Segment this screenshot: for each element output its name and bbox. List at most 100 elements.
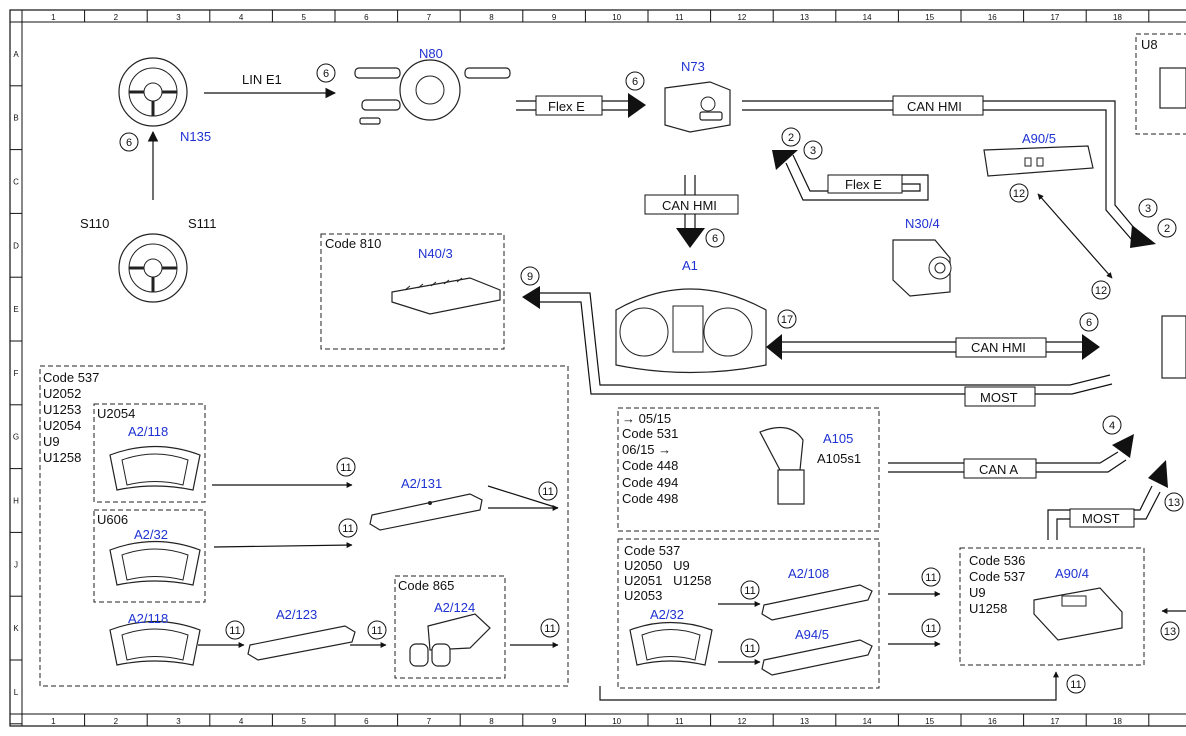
ruler-column-label: 9 xyxy=(552,717,557,726)
svg-text:11: 11 xyxy=(925,572,936,584)
code-line: U1258 xyxy=(43,450,81,465)
ruler-column-label: 1 xyxy=(51,717,56,726)
code-line: Code 537 xyxy=(43,370,99,385)
svg-text:6: 6 xyxy=(1086,317,1092,329)
ruler-column-label: 8 xyxy=(489,717,494,726)
code-line: Code 537 xyxy=(969,569,1025,584)
frame xyxy=(9,9,1186,727)
circle-number: 6 xyxy=(1079,312,1099,332)
ruler-column-label: 18 xyxy=(1113,13,1122,22)
ruler-column-label: 12 xyxy=(737,717,746,726)
ruler-column-label: 10 xyxy=(612,717,621,726)
steering-wheel-n135-icon xyxy=(118,57,188,127)
ruler-column-label: 3 xyxy=(176,13,181,22)
ruler-row-label: G xyxy=(13,433,19,442)
u606-label: U606 xyxy=(97,512,128,527)
steering-wheel-s110-icon xyxy=(118,233,188,303)
code537-right-box xyxy=(617,538,880,689)
a105s1-label: A105s1 xyxy=(817,451,861,466)
svg-text:6: 6 xyxy=(126,137,132,149)
ruler-column-label: 16 xyxy=(988,717,997,726)
code537-right-list: Code 537 U2050 U9 U2051 U1258 U2053 xyxy=(624,543,711,603)
code865-box xyxy=(394,575,506,679)
circle-number: 6 xyxy=(316,63,336,83)
u2054-label: U2054 xyxy=(97,406,135,421)
circle-number: 17 xyxy=(777,309,797,329)
numbered-circles: 6 6 6 2 3 6 12 3 2 9 12 17 6 4 11 11 11 … xyxy=(119,63,1184,694)
a90-4-label: A90/4 xyxy=(1055,566,1089,581)
code-line: Code 536 xyxy=(969,553,1025,568)
ruler-row-label: D xyxy=(13,241,19,250)
can-hmi-vertical-label: CAN HMI xyxy=(662,198,717,213)
code810-box xyxy=(320,233,505,350)
windshield-a2-32-left-icon xyxy=(109,540,201,586)
circle-number: 2 xyxy=(781,127,801,147)
u8-label: U8 xyxy=(1141,37,1158,52)
n135-label: N135 xyxy=(180,129,211,144)
bottom-return-line xyxy=(599,671,1059,701)
module-u8-icon xyxy=(1159,67,1186,109)
a2-123-label: A2/123 xyxy=(276,607,317,622)
a2-124-label: A2/124 xyxy=(434,600,475,615)
ruler-column-label: 10 xyxy=(612,13,621,22)
selector-lever-a105-icon xyxy=(759,426,805,505)
ruler-row-label: E xyxy=(13,305,18,314)
svg-text:13: 13 xyxy=(1164,626,1176,638)
circle-number: 4 xyxy=(1102,415,1122,435)
a2-32-left-label: A2/32 xyxy=(134,527,168,542)
ruler-ticks xyxy=(10,10,1150,726)
circle-number: 13 xyxy=(1164,492,1184,512)
antenna-amplifier-a2-108-icon xyxy=(761,584,873,621)
ruler-column-label: 7 xyxy=(427,13,432,22)
ruler-column-label: 3 xyxy=(176,717,181,726)
antenna-amplifier-a2-123-icon xyxy=(247,625,356,661)
ruler-column-label: 5 xyxy=(301,13,306,22)
a2-131-out-line xyxy=(487,485,559,509)
svg-text:11: 11 xyxy=(744,643,755,655)
code-line: U2050 U9 xyxy=(624,558,690,573)
svg-text:13: 13 xyxy=(1168,497,1180,509)
circle-number: 12 xyxy=(1009,183,1029,203)
flex-e-top-label: Flex E xyxy=(548,99,585,114)
u606-box xyxy=(93,509,206,603)
code-line: U9 xyxy=(969,585,986,600)
amplifier-n40-3-icon xyxy=(391,277,501,315)
a2-118-top-label: A2/118 xyxy=(128,424,168,439)
circle-number: 6 xyxy=(119,132,139,152)
module-right-edge-icon xyxy=(1161,315,1186,379)
circle-number: 11 xyxy=(367,620,387,640)
ruler-column-label: 2 xyxy=(114,13,119,22)
n80-label: N80 xyxy=(419,46,443,61)
svg-text:2: 2 xyxy=(788,132,794,144)
a105-label: A105 xyxy=(823,431,853,446)
control-panel-a90-5-icon xyxy=(983,145,1094,177)
code-line: Code 498 xyxy=(622,491,678,506)
a2-131-label: A2/131 xyxy=(401,476,442,491)
ruler-column-label: 12 xyxy=(737,13,746,22)
code-line: U1253 xyxy=(43,402,81,417)
windshield-a2-118-bottom-icon xyxy=(109,620,201,666)
a105-box xyxy=(617,407,880,532)
ruler-column-label: 15 xyxy=(925,13,934,22)
svg-text:6: 6 xyxy=(323,68,329,80)
ruler-row-label: F xyxy=(14,369,19,378)
ruler-column-label: 18 xyxy=(1113,717,1122,726)
lin-e1-label: LIN E1 xyxy=(242,72,282,87)
module-n30-4-icon xyxy=(892,239,952,297)
antenna-amplifier-a2-124-icon xyxy=(409,613,491,667)
a90-5-line xyxy=(1037,193,1113,279)
ruler-row-label: B xyxy=(13,114,18,123)
code-line: U1258 xyxy=(969,601,1007,616)
ruler-column-label: 6 xyxy=(364,13,369,22)
code536-list: Code 536 Code 537 U9 U1258 xyxy=(969,553,1025,616)
svg-text:11: 11 xyxy=(542,486,553,498)
svg-text:3: 3 xyxy=(810,145,816,157)
svg-text:4: 4 xyxy=(1109,420,1115,432)
a90-5-label: A90/5 xyxy=(1022,131,1056,146)
circle-number: 11 xyxy=(921,567,941,587)
ruler-row-label: K xyxy=(13,624,19,633)
ruler-row-label: H xyxy=(13,497,19,506)
code537-left-list: Code 537 U2052 U1253 U2054 U9 U1258 xyxy=(43,370,99,465)
bus-label-boxes xyxy=(535,95,1135,528)
